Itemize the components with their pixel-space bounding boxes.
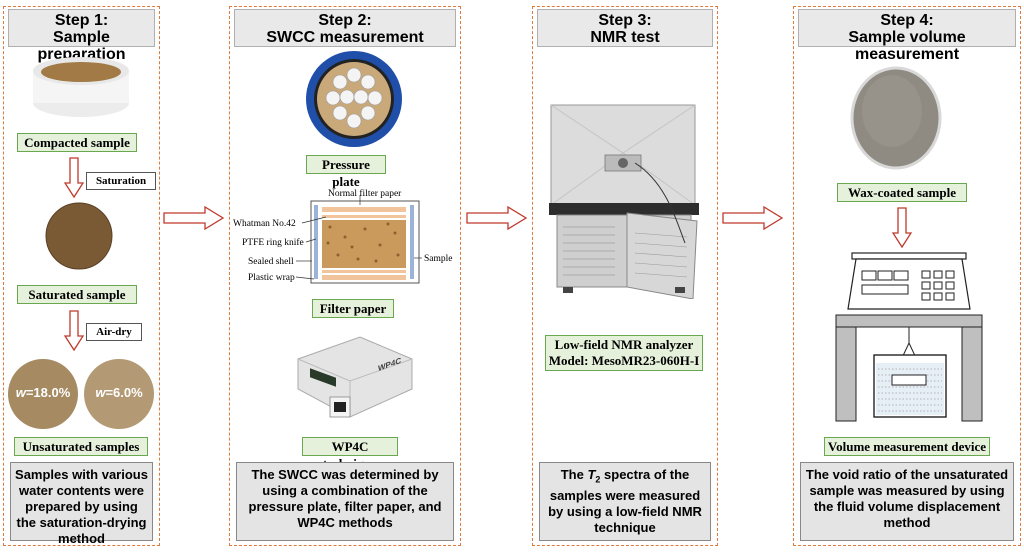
compacted-sample-image — [33, 57, 129, 117]
wax-coated-sample-label: Wax-coated sample — [837, 183, 967, 202]
nmr-analyzer-label: Low-field NMR analyzer Model: MesoMR23-0… — [545, 335, 703, 371]
pressure-plate-label: Pressure plate — [306, 155, 386, 189]
whatman-label: Whatman No.42 — [233, 219, 296, 229]
saturation-label: Saturation — [86, 172, 156, 190]
down-arrow-icon — [892, 207, 912, 249]
unsaturated-sample-image-1 — [8, 359, 78, 429]
plastic-wrap-label: Plastic wrap — [248, 273, 295, 283]
step4-title: Step 4: Sample volume measurement — [798, 9, 1016, 63]
sample-label: Sample — [424, 254, 453, 264]
step3-desc-pre: The — [560, 467, 588, 482]
step2-title: Step 2: SWCC measurement — [234, 9, 456, 47]
nmr-analyzer-image — [549, 104, 699, 299]
step3-desc-sub: 2 — [595, 474, 601, 485]
water-content-label-2: w=6.0% — [95, 385, 143, 400]
normal-filter-paper-label: Normal filter paper — [328, 189, 402, 199]
step4-title-line2: Sample volume measurement — [848, 29, 966, 63]
unsaturated-samples-label: Unsaturated samples — [14, 437, 148, 456]
right-arrow-icon — [722, 206, 784, 230]
sealed-shell-label: Sealed shell — [248, 257, 294, 267]
leader-lines — [295, 195, 422, 280]
step1-description: Samples with various water contents were… — [10, 462, 153, 546]
step4-panel: Step 4: Sample volume measurement Wax-co… — [793, 6, 1021, 546]
step3-desc-t: T — [587, 467, 596, 482]
wax-coated-sample-image — [850, 66, 942, 170]
compacted-sample-label: Compacted sample — [17, 133, 137, 152]
filter-paper-label: Filter paper — [312, 299, 394, 318]
unsaturated-sample-image-2 — [84, 359, 154, 429]
saturated-sample-label: Saturated sample — [17, 285, 137, 304]
wp4c-device-image — [297, 336, 413, 418]
step1-title: Step 1: Sample preparation — [8, 9, 155, 63]
airdry-label: Air-dry — [86, 323, 142, 341]
step3-title: Step 3: NMR test — [537, 9, 713, 47]
right-arrow-icon — [466, 206, 528, 230]
water-content-value-2: =6.0% — [105, 385, 143, 400]
ptfe-ring-knife-label: PTFE ring knife — [242, 238, 304, 248]
filter-paper-schematic — [310, 200, 420, 284]
wp4c-technique-label: WP4C technique — [302, 437, 398, 471]
step3-title-line1: Step 3: — [598, 12, 652, 29]
step1-title-line1: Step 1: — [54, 12, 109, 29]
step4-title-line1: Step 4: — [880, 12, 934, 29]
step2-panel: Step 2: SWCC measurement Pressure plate — [229, 6, 461, 546]
volume-measurement-device-label: Volume measurement device — [824, 437, 990, 456]
nmr-analyzer-line1: Low-field NMR analyzer — [554, 337, 694, 352]
down-arrow-icon — [64, 310, 84, 352]
down-arrow-icon — [64, 157, 84, 199]
nmr-analyzer-line2: Model: MesoMR23-060H-I — [548, 353, 700, 368]
volume-measurement-device-image — [835, 252, 983, 422]
saturated-sample-image — [45, 202, 113, 270]
water-content-value-1: =18.0% — [25, 385, 71, 400]
step2-title-line2: SWCC measurement — [266, 29, 424, 46]
step3-description: The T2 spectra of the samples were measu… — [539, 462, 711, 541]
step3-desc-post: spectra of the samples were measured by … — [548, 467, 702, 535]
step2-title-line1: Step 2: — [318, 12, 372, 29]
step2-description: The SWCC was determined by using a combi… — [236, 462, 454, 541]
pressure-plate-image — [306, 51, 402, 147]
water-content-label-1: w=18.0% — [15, 385, 71, 400]
step3-title-line2: NMR test — [590, 29, 660, 46]
right-arrow-icon — [163, 206, 225, 230]
step1-panel: Step 1: Sample preparation Compacted sam… — [3, 6, 160, 546]
step3-panel: Step 3: NMR test Low-field NMR analyzer … — [532, 6, 718, 546]
step4-description: The void ratio of the unsaturated sample… — [800, 462, 1014, 541]
